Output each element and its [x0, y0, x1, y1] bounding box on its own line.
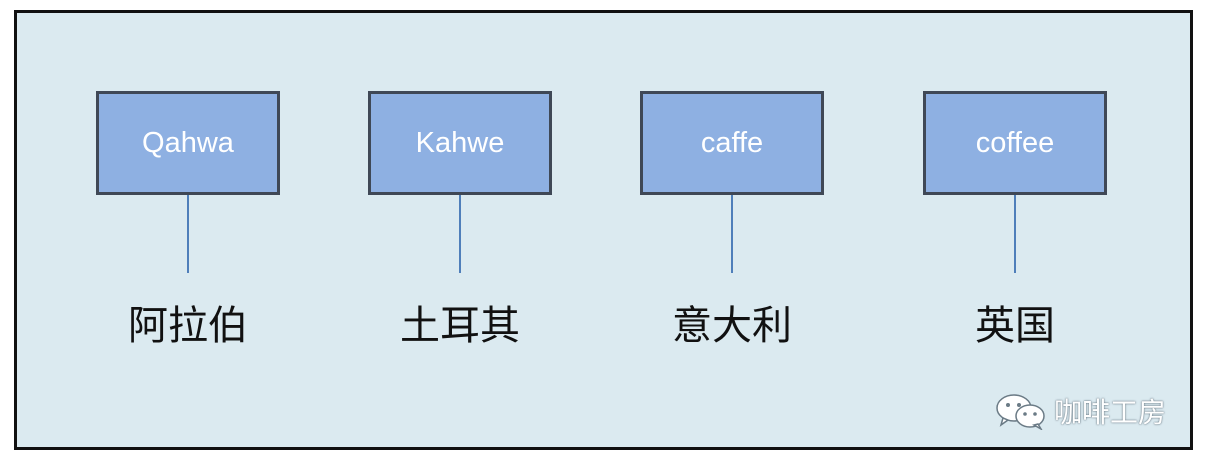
country-label: 意大利 — [672, 303, 792, 349]
connector-line — [731, 195, 733, 273]
country-label: 阿拉伯 — [128, 303, 248, 349]
word-box: Kahwe — [368, 91, 552, 195]
watermark-text: 咖啡工房 — [1053, 396, 1166, 429]
node-coffee: coffee 英国 — [923, 91, 1107, 349]
connector-line — [187, 195, 189, 273]
diagram-frame: Qahwa 阿拉伯 Kahwe 土耳其 caffe 意大利 coffee 英国 … — [14, 10, 1193, 450]
node-qahwa: Qahwa 阿拉伯 — [96, 91, 280, 349]
country-label: 英国 — [975, 303, 1055, 349]
watermark: 咖啡工房 — [994, 391, 1166, 431]
word-box: caffe — [640, 91, 824, 195]
word-box: Qahwa — [96, 91, 280, 195]
node-kahwe: Kahwe 土耳其 — [368, 91, 552, 349]
country-label: 土耳其 — [400, 303, 520, 349]
word-box: coffee — [923, 91, 1107, 195]
connector-line — [459, 195, 461, 273]
wechat-icon — [996, 394, 1045, 430]
connector-line — [1014, 195, 1016, 273]
node-caffe: caffe 意大利 — [640, 91, 824, 349]
